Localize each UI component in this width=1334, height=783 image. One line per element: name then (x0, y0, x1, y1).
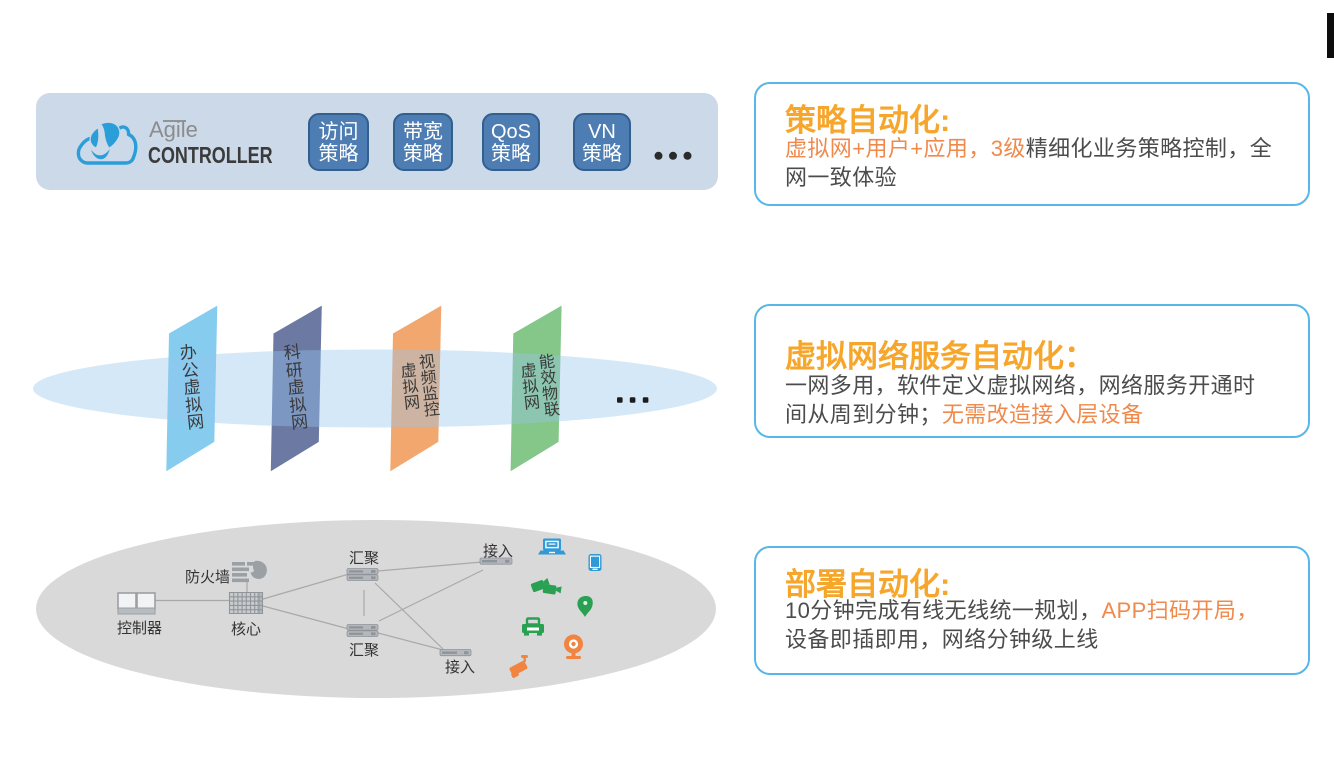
svg-text:接入: 接入 (483, 543, 513, 560)
svg-text:控制器: 控制器 (117, 620, 162, 637)
svg-text:接入: 接入 (445, 659, 475, 676)
svg-text:核心: 核心 (231, 621, 261, 638)
svg-text:汇聚: 汇聚 (349, 642, 379, 659)
svg-text:防火墙: 防火墙 (185, 569, 230, 586)
svg-text:汇聚: 汇聚 (349, 550, 379, 567)
